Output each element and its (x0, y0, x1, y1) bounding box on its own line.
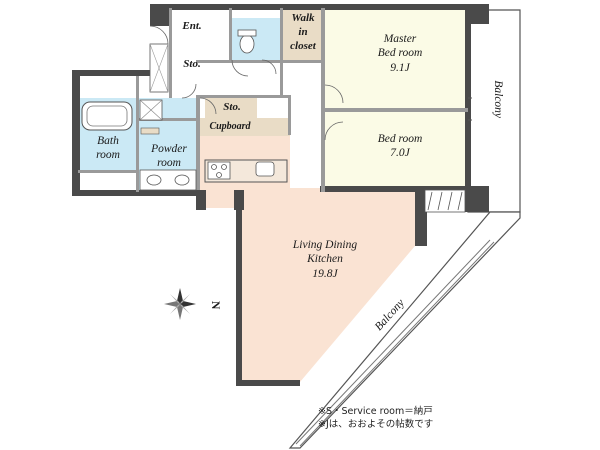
compass-north-label: N (209, 301, 222, 310)
master-bedroom-area (325, 8, 468, 110)
ldk-area (200, 135, 420, 382)
cupboard-area (200, 118, 290, 136)
kitchen-sink (255, 161, 275, 177)
door-swings (149, 25, 344, 141)
kitchen-stove (207, 161, 231, 180)
compass-icon (164, 288, 196, 320)
walk-in-closet-area (283, 8, 323, 60)
vanity-counter (139, 169, 197, 191)
toilet (239, 34, 255, 54)
cupboard-label: Cupboard (209, 121, 251, 132)
storage-area (205, 98, 257, 118)
note-service-room: ※S・Service room＝納戸 (318, 406, 433, 417)
bathtub (81, 101, 133, 131)
bedroom-area (325, 112, 468, 188)
balcony-east-label: Balcony (492, 80, 505, 119)
closet-doors (424, 189, 466, 213)
toilet-area (232, 18, 280, 60)
note-jo-units: ※Jは、おおよその帖数です (318, 418, 434, 430)
storage-label: Sto. (183, 58, 201, 70)
storage-label-2: Sto. (223, 101, 241, 113)
legend-notes: ※S・Service room＝納戸 ※Jは、おおよその帖数です (318, 406, 518, 432)
interior-walls (78, 8, 468, 192)
entrance-label: Ent. (182, 20, 202, 32)
